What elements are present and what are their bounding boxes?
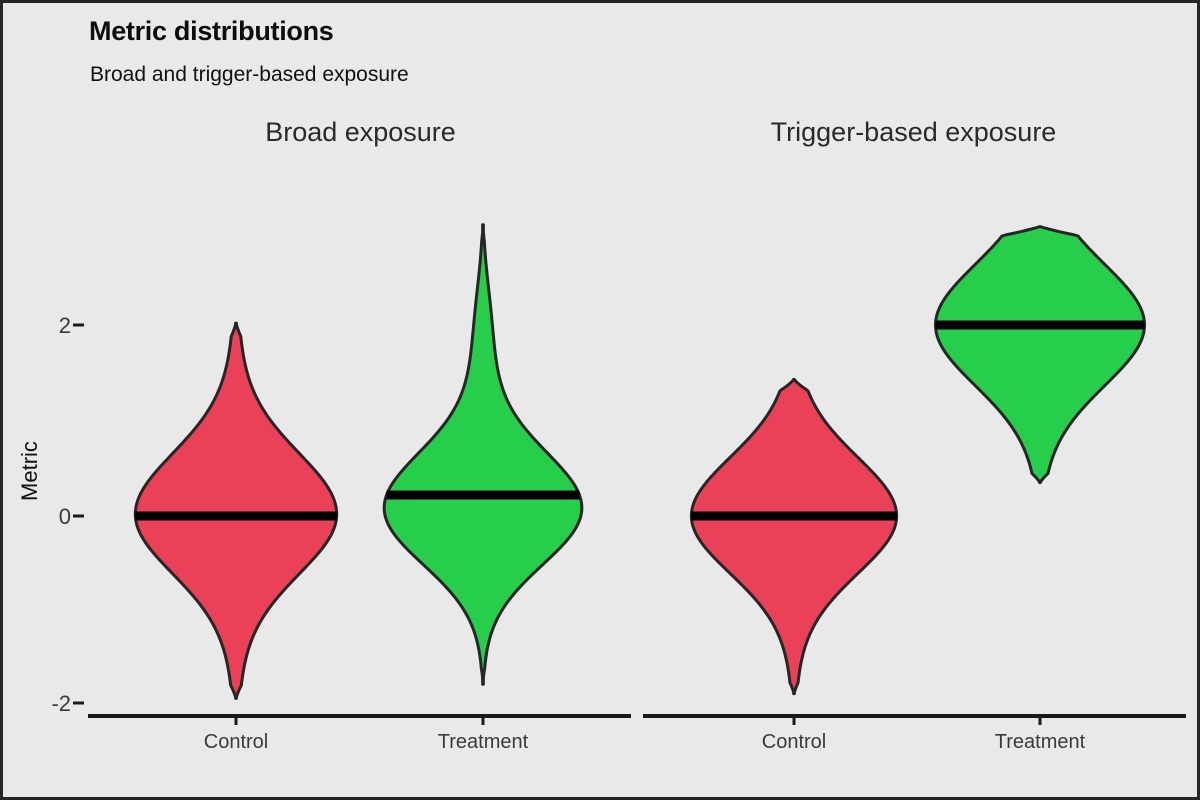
chart-subtitle: Broad and trigger-based exposure	[90, 63, 409, 86]
violin-broad-exposure-treatment	[382, 223, 584, 686]
panel-1-axis	[88, 714, 631, 725]
y-tick-label-minus-2: -2	[51, 691, 71, 716]
x-tick-label-p2-treatment: Treatment	[994, 731, 1086, 753]
chart-title: Metric distributions	[89, 16, 334, 46]
violin-trigger-based-exposure-control	[689, 377, 899, 696]
violin-trigger-based-exposure-treatment	[934, 225, 1146, 485]
panel-title-broad-exposure: Broad exposure	[265, 117, 456, 147]
x-tick-label-p1-treatment: Treatment	[437, 731, 529, 753]
y-tick-label-0: 0	[58, 504, 71, 529]
y-tick-label-2: 2	[58, 313, 71, 338]
y-axis-ticks	[73, 323, 84, 705]
panel-2-axis	[643, 714, 1186, 725]
x-tick-label-p1-control: Control	[203, 731, 269, 753]
panel-title-trigger-based-exposure: Trigger-based exposure	[770, 117, 1057, 147]
x-tick-label-p2-control: Control	[761, 731, 827, 753]
violin-broad-exposure-control	[133, 321, 339, 700]
violin-plot-svg	[73, 223, 1186, 725]
